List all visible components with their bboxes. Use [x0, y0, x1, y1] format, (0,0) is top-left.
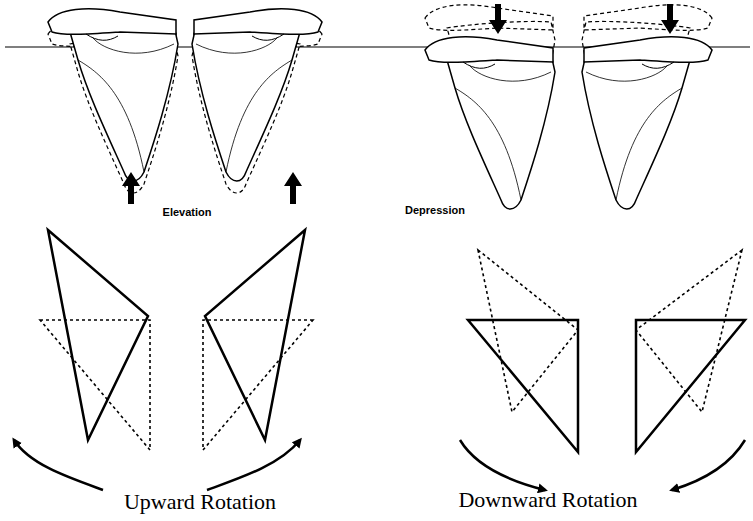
- motion-label: Depression: [405, 204, 465, 216]
- motion-caption: Upward Rotation: [124, 489, 276, 515]
- motion-caption: Downward Rotation: [458, 487, 637, 513]
- motion-label: Elevation: [163, 206, 212, 218]
